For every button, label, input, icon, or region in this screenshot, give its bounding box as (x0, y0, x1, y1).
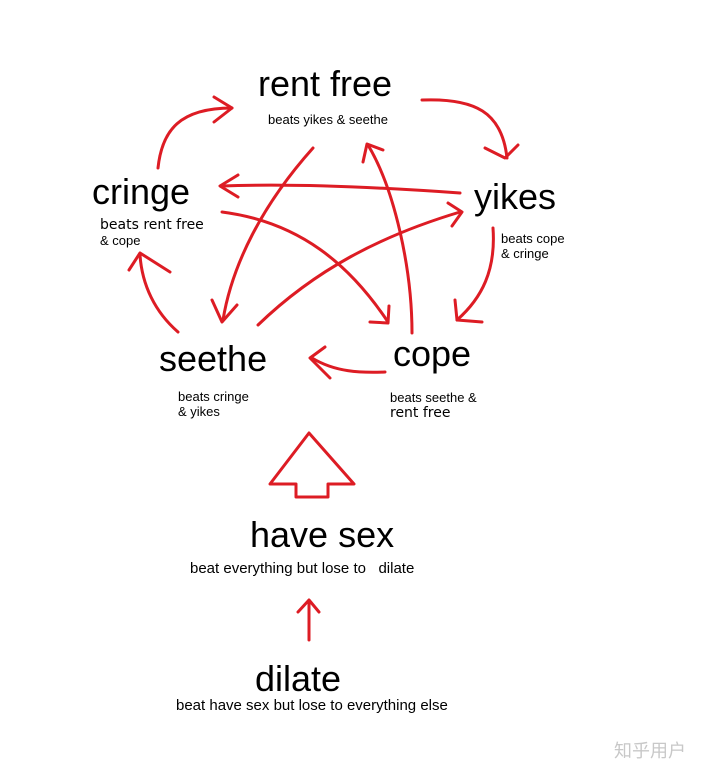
arrow-cope-to-seethe (310, 356, 387, 374)
node-cringe-rule-line2: & cope (100, 233, 141, 248)
node-cope-rule-line2: rent free (390, 405, 451, 421)
node-rent-free-rule: beats yikes & seethe (268, 112, 388, 127)
arrow-seethe-to-cringe (138, 253, 180, 334)
node-dilate-rule: beat have sex but lose to everything els… (176, 697, 448, 714)
arrow-rentfree-to-seethe (221, 146, 315, 322)
node-dilate-title: dilate (255, 658, 342, 699)
arrowhead-cope-to-seethe (308, 345, 332, 380)
arrowhead-seethe-to-cringe (127, 251, 172, 274)
node-seethe-title: seethe (159, 338, 268, 379)
arrow-yikes-to-cope (455, 226, 495, 322)
node-seethe-rule-line2: & yikes (178, 404, 220, 419)
watermark: 知乎用户 (614, 741, 686, 762)
node-rent-free-title: rent free (258, 63, 393, 104)
node-seethe-rule-line1: beats cringe (178, 389, 249, 404)
arrowhead-cringe-to-rentfree (212, 95, 234, 124)
big-up-arrow (268, 431, 356, 499)
node-cringe-title: cringe (92, 171, 191, 212)
node-yikes-rule-line1: beats cope (501, 231, 565, 246)
arrow-cringe-to-cope (220, 210, 390, 324)
arrowhead-yikes-to-cope (453, 298, 484, 324)
node-cringe-rule-line1: beats rent free (100, 217, 204, 233)
arrow-seethe-to-yikes (256, 210, 462, 327)
node-yikes-rule-line2: & cringe (501, 246, 549, 261)
arrowhead-rentfree-to-yikes (483, 143, 520, 160)
node-have-sex-rule: beat everything but lose to dilate (190, 560, 415, 577)
arrowhead-seethe-to-yikes (446, 201, 464, 228)
node-cope-rule-line1: beats seethe & (390, 390, 477, 405)
node-yikes-title: yikes (474, 176, 557, 217)
arrowhead-cope-to-rentfree (361, 142, 385, 164)
arrowhead-dilate-to-havesex (296, 598, 321, 614)
arrowhead-cringe-to-cope (368, 304, 391, 325)
arrow-rentfree-to-yikes (420, 98, 509, 160)
arrowhead-yikes-to-cringe (218, 173, 240, 199)
node-have-sex-title: have sex (250, 514, 395, 555)
arrow-cringe-to-rentfree (156, 106, 234, 170)
node-cope-title: cope (393, 333, 472, 374)
arrow-yikes-to-cringe (220, 183, 462, 195)
arrowhead-rentfree-to-seethe (210, 298, 239, 324)
